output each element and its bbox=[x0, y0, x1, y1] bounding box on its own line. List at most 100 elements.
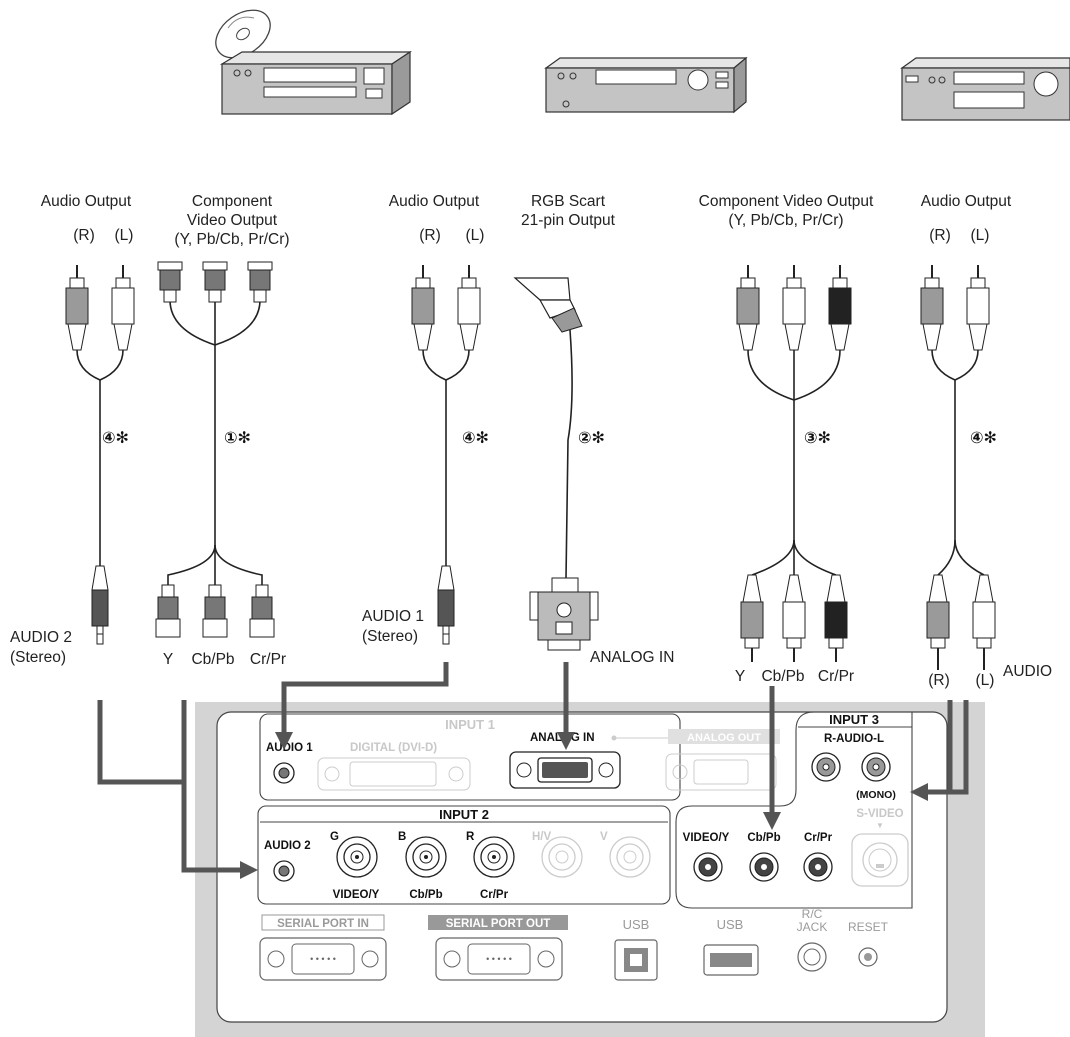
input2-group: INPUT 2 AUDIO 2 G B R H/V V bbox=[257, 805, 671, 905]
arrowhead-component3 bbox=[763, 812, 781, 830]
arrow-audio-l3 bbox=[950, 700, 969, 795]
rca-plug-bottom-audio-3 bbox=[926, 574, 996, 670]
cr-pr3-label: Cr/Pr bbox=[804, 832, 833, 844]
bnc-plug-bottom-group bbox=[155, 584, 275, 638]
connection-arrows bbox=[97, 662, 969, 873]
arrowhead-audio2 bbox=[240, 861, 258, 879]
dsub-plug bbox=[529, 577, 599, 651]
audio-output-label-2: Audio Output bbox=[389, 193, 480, 210]
input1-title: INPUT 1 bbox=[445, 717, 495, 732]
serial-out-label: SERIAL PORT OUT bbox=[446, 918, 551, 930]
bnc-r-port[interactable] bbox=[473, 836, 515, 878]
video-y3-port[interactable] bbox=[693, 852, 723, 882]
video-y-port-label: VIDEO/Y bbox=[333, 889, 380, 901]
svg-text:• • • • •: • • • • • bbox=[486, 954, 512, 964]
rgb-scart-label-b: 21-pin Output bbox=[521, 212, 616, 229]
rca-plug-white-1 bbox=[111, 265, 135, 351]
audio-r-label-3: (R) bbox=[929, 227, 951, 244]
usb-b-port[interactable] bbox=[614, 939, 658, 981]
bnc-v-port bbox=[609, 836, 651, 878]
audio-r-label-2: (R) bbox=[419, 227, 441, 244]
component-label-2b: (Y, Pb/Cb, Pr/Cr) bbox=[728, 212, 843, 229]
cable-audio-rca-to-mini-2 bbox=[422, 349, 470, 566]
usb-label-2: USB bbox=[717, 917, 744, 932]
bnc-hv-port bbox=[541, 836, 583, 878]
rca-plug-red-2 bbox=[411, 265, 435, 351]
cable-number-2: ②✻ bbox=[578, 428, 605, 447]
r-port-label: R bbox=[466, 831, 475, 843]
mini-plug-1 bbox=[91, 565, 109, 645]
crpr-plug-label-2: Cr/Pr bbox=[818, 668, 854, 685]
rca-plug-bottom-component bbox=[740, 574, 848, 662]
audio2-port-label: AUDIO 2 bbox=[264, 840, 311, 852]
serial-in-port[interactable]: • • • • • bbox=[259, 937, 387, 981]
video-y3-label: VIDEO/Y bbox=[683, 832, 730, 844]
serial-out-port[interactable]: • • • • • bbox=[435, 937, 563, 981]
usb-label-1: USB bbox=[623, 917, 650, 932]
crpr-plug-label: Cr/Pr bbox=[250, 651, 286, 668]
serial-in-label: SERIAL PORT IN bbox=[277, 918, 369, 930]
cr-pr3-port[interactable] bbox=[803, 852, 833, 882]
cbpb-plug-label: Cb/Pb bbox=[191, 651, 234, 668]
analog-in-port[interactable] bbox=[509, 751, 621, 789]
rca-plug-red-1 bbox=[65, 265, 89, 351]
audio-plug-label: AUDIO bbox=[1003, 663, 1052, 680]
rc-jack-port[interactable] bbox=[797, 942, 827, 972]
vcr-device bbox=[544, 56, 748, 114]
s-video-arrow-icon: ▼ bbox=[876, 821, 884, 830]
input2-title: INPUT 2 bbox=[439, 807, 489, 822]
l-plug-label-3: (L) bbox=[976, 672, 995, 689]
s-video-port bbox=[851, 833, 909, 887]
bnc-b-port[interactable] bbox=[405, 836, 447, 878]
audio-output-label-1: Audio Output bbox=[41, 193, 132, 210]
arrowhead-analog-in bbox=[557, 732, 575, 750]
v-port-label: V bbox=[600, 831, 608, 843]
cb-pb3-label: Cb/Pb bbox=[747, 832, 780, 844]
cb-pb3-port[interactable] bbox=[749, 852, 779, 882]
usb-a-port[interactable] bbox=[703, 944, 759, 976]
dvd-player-device bbox=[215, 9, 412, 116]
mini-plug-2 bbox=[437, 565, 455, 645]
audio2-plug-label-a: AUDIO 2 bbox=[10, 629, 72, 646]
cable-audio-rca-3 bbox=[931, 349, 985, 576]
audio1-port[interactable] bbox=[273, 762, 295, 784]
rgb-scart-label-a: RGB Scart bbox=[531, 193, 606, 210]
r-plug-label-3: (R) bbox=[928, 672, 950, 689]
arrow-audio1 bbox=[281, 662, 449, 735]
arrowhead-audio3 bbox=[910, 783, 928, 801]
input3-title: INPUT 3 bbox=[829, 712, 879, 727]
bnc-g-port[interactable] bbox=[336, 836, 378, 878]
scart-connector bbox=[513, 277, 583, 333]
serial-port-out-group: SERIAL PORT OUT • • • • • bbox=[428, 915, 568, 981]
audio-r-port[interactable] bbox=[811, 752, 841, 782]
y-plug-label: Y bbox=[163, 651, 173, 668]
cable-scart-to-dsub bbox=[565, 329, 573, 579]
cable-audio-rca-to-mini-1 bbox=[76, 349, 124, 566]
rca-plug-top-component bbox=[736, 265, 852, 351]
r-audio-l-label: R-AUDIO-L bbox=[824, 733, 884, 745]
input1-group: INPUT 1 AUDIO 1 DIGITAL (DVI-D) ANALOG I… bbox=[259, 713, 681, 801]
cb-pb-port-label: Cb/Pb bbox=[409, 889, 442, 901]
audio-l-port[interactable] bbox=[861, 752, 891, 782]
rca-plug-white-2 bbox=[457, 265, 481, 351]
digital-dvi-label: DIGITAL (DVI-D) bbox=[350, 742, 437, 754]
audio-output-label-3: Audio Output bbox=[921, 193, 1012, 210]
cable-component-bnc-1 bbox=[167, 299, 263, 585]
y-plug-label-2: Y bbox=[735, 668, 745, 685]
analog-in-plug-label: ANALOG IN bbox=[590, 649, 674, 666]
audio1-plug-label-a: AUDIO 1 bbox=[362, 608, 424, 625]
audio2-port[interactable] bbox=[273, 860, 295, 882]
rca-plug-top-audio-3 bbox=[920, 265, 990, 351]
arrowhead-audio1 bbox=[275, 732, 293, 750]
audio-l-label-1: (L) bbox=[115, 227, 134, 244]
audio1-port-label: AUDIO 1 bbox=[266, 742, 313, 754]
reset-label: RESET bbox=[848, 920, 889, 934]
cable-component-rca-2 bbox=[747, 349, 841, 576]
reset-button[interactable] bbox=[858, 947, 878, 967]
audio2-plug-label-b: (Stereo) bbox=[10, 649, 66, 666]
cable-number-4a: ④✻ bbox=[102, 428, 129, 447]
arrow-heads bbox=[240, 732, 928, 879]
g-port-label: G bbox=[330, 831, 339, 843]
component-label-1b: Video Output bbox=[187, 212, 278, 229]
